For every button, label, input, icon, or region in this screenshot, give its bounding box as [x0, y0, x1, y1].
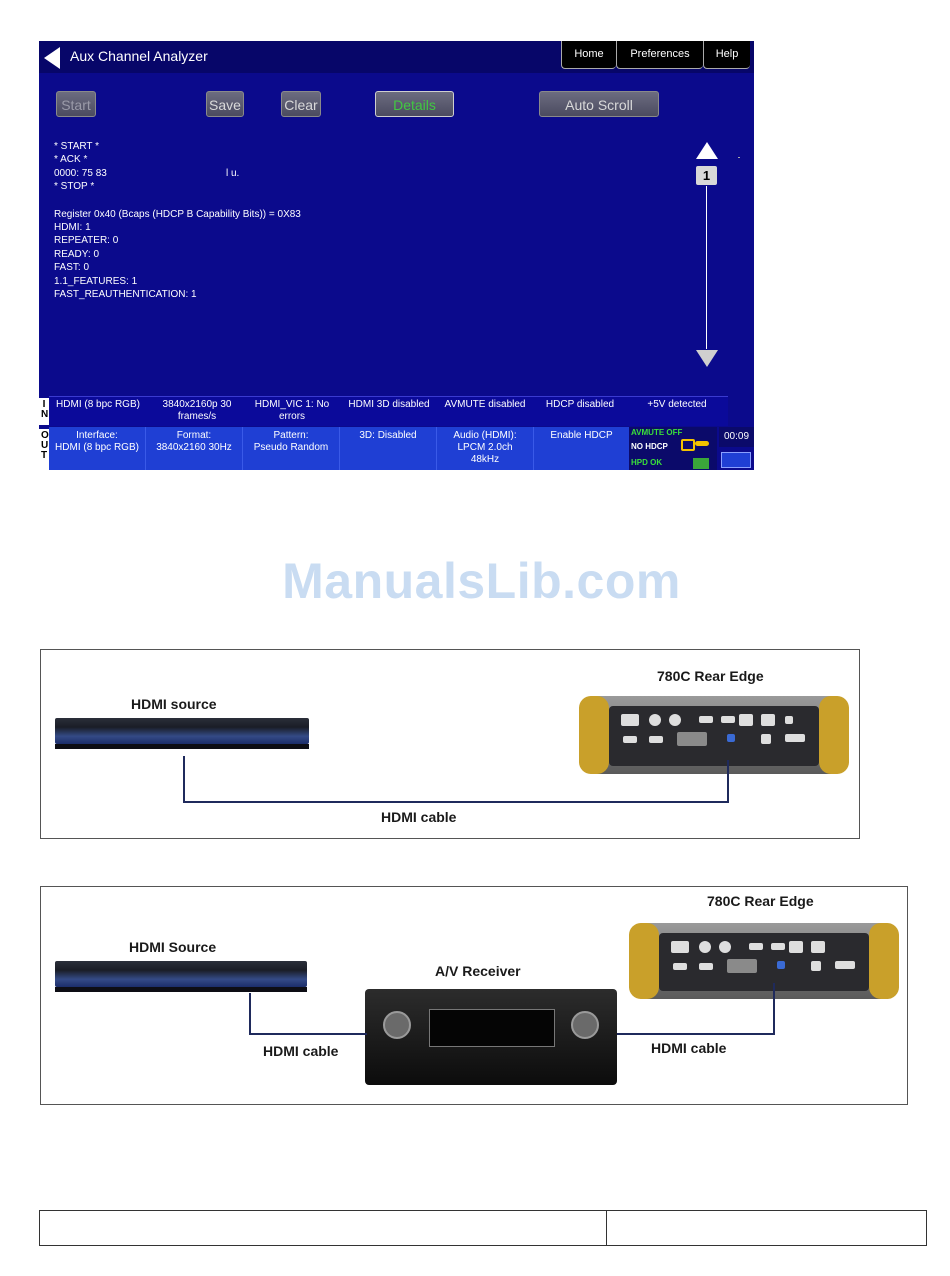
hdmi-source-player: [55, 961, 307, 992]
cable-left-label: HDMI cable: [263, 1043, 339, 1059]
out-enable-hdcp[interactable]: Enable HDCP: [550, 430, 613, 441]
cable-segment: [183, 756, 185, 802]
input-status-row: HDMI (8 bpc RGB) 3840x2160p 30 frames/s …: [49, 396, 728, 426]
cable-segment: [249, 1033, 367, 1035]
cable-right-label: HDMI cable: [651, 1040, 727, 1056]
cable-segment: [249, 993, 251, 1035]
log-line: HDMI: 1: [54, 221, 91, 233]
watermark: ManualsLib.com: [282, 553, 681, 609]
title-bar: Aux Channel Analyzer Home Preferences He…: [39, 41, 754, 73]
in-side-label: IN: [39, 398, 49, 425]
key-icon: [695, 441, 709, 446]
in-5v: +5V detected: [647, 399, 707, 410]
scroll-up-icon[interactable]: [696, 142, 718, 159]
cable-segment: [617, 1033, 775, 1035]
in-interface: HDMI (8 bpc RGB): [56, 399, 140, 410]
in-vic: HDMI_VIC 1: No errors: [254, 399, 330, 422]
log-output: * START * * ACK * 0000: 75 83 l u. * STO…: [54, 140, 301, 301]
log-line: FAST: 0: [54, 262, 90, 274]
decorative-dot: [738, 157, 740, 158]
device-label: 780C Rear Edge: [657, 668, 764, 684]
page-number: 1: [696, 166, 717, 185]
out-3d[interactable]: 3D: Disabled: [340, 427, 437, 470]
out-side-label: OUT: [39, 429, 49, 470]
nav-help[interactable]: Help: [703, 41, 750, 69]
source-label: HDMI source: [131, 696, 217, 712]
output-status-row: Interface: HDMI (8 bpc RGB) Format: 3840…: [49, 427, 629, 470]
log-line: FAST_REAUTHENTICATION: 1: [54, 288, 197, 300]
cable-segment: [183, 801, 729, 803]
indicator-panel: AVMUTE OFF NO HDCP HPD OK: [629, 427, 717, 470]
log-line: READY: 0: [54, 248, 100, 260]
hpd-indicator: HPD OK: [631, 458, 663, 467]
avmute-indicator: AVMUTE OFF: [631, 428, 683, 437]
details-button[interactable]: Details: [375, 91, 454, 117]
connection-diagram-receiver: HDMI Source A/V Receiver 780C Rear Edge …: [40, 886, 908, 1105]
scroll-down-icon[interactable]: [696, 350, 718, 367]
cable-label: HDMI cable: [381, 809, 457, 825]
source-label: HDMI Source: [129, 939, 217, 955]
out-pattern[interactable]: Pattern: Pseudo Random: [243, 427, 340, 470]
nav-home[interactable]: Home: [561, 41, 616, 69]
scroll-track[interactable]: [706, 186, 707, 349]
out-interface[interactable]: Interface: HDMI (8 bpc RGB): [49, 427, 146, 470]
log-line: REPEATER: 0: [54, 235, 119, 247]
hpd-check-icon: [693, 458, 709, 469]
log-data-address: 0000: 75 83: [54, 167, 107, 179]
hdmi-source-player: [55, 718, 309, 749]
auto-scroll-button[interactable]: Auto Scroll: [539, 91, 659, 117]
log-line: 1.1_FEATURES: 1: [54, 275, 138, 287]
clear-button[interactable]: Clear: [281, 91, 321, 117]
signal-graph-icon[interactable]: [721, 452, 751, 468]
log-stop: * STOP *: [54, 181, 95, 193]
nav-preferences[interactable]: Preferences: [616, 41, 703, 69]
out-audio[interactable]: Audio (HDMI): LPCM 2.0ch 48kHz: [437, 427, 534, 470]
connection-diagram-direct: HDMI source 780C Rear Edge HDMI cable: [40, 649, 860, 839]
analyzer-780c-device: [579, 696, 849, 774]
log-start: * START *: [54, 141, 100, 152]
back-arrow-icon[interactable]: [44, 47, 60, 69]
log-data-row: 0000: 75 83 l u.: [54, 167, 301, 180]
in-3d: HDMI 3D disabled: [348, 399, 430, 410]
lock-icon: [681, 439, 695, 451]
receiver-label: A/V Receiver: [435, 963, 521, 979]
in-hdcp: HDCP disabled: [545, 399, 615, 410]
analyzer-780c-device: [629, 923, 899, 999]
start-button[interactable]: Start: [56, 91, 96, 117]
app-title: Aux Channel Analyzer: [70, 48, 208, 64]
hdcp-indicator: NO HDCP: [631, 442, 668, 451]
cable-segment: [773, 983, 775, 1035]
device-label: 780C Rear Edge: [707, 893, 814, 909]
save-button[interactable]: Save: [206, 91, 244, 117]
av-receiver: [365, 989, 617, 1085]
in-format: 3840x2160p 30 frames/s: [162, 399, 232, 422]
out-format[interactable]: Format: 3840x2160 30Hz: [146, 427, 243, 470]
cable-segment: [727, 760, 729, 803]
in-avmute: AVMUTE disabled: [444, 399, 526, 410]
aux-channel-analyzer-screen: Aux Channel Analyzer Home Preferences He…: [39, 41, 754, 470]
log-ack: * ACK *: [54, 154, 88, 166]
clock: 00:09: [719, 427, 754, 447]
log-register: Register 0x40 (Bcaps (HDCP B Capability …: [54, 208, 301, 220]
footer-table: [39, 1210, 927, 1246]
log-data-ascii: l u.: [226, 167, 240, 179]
